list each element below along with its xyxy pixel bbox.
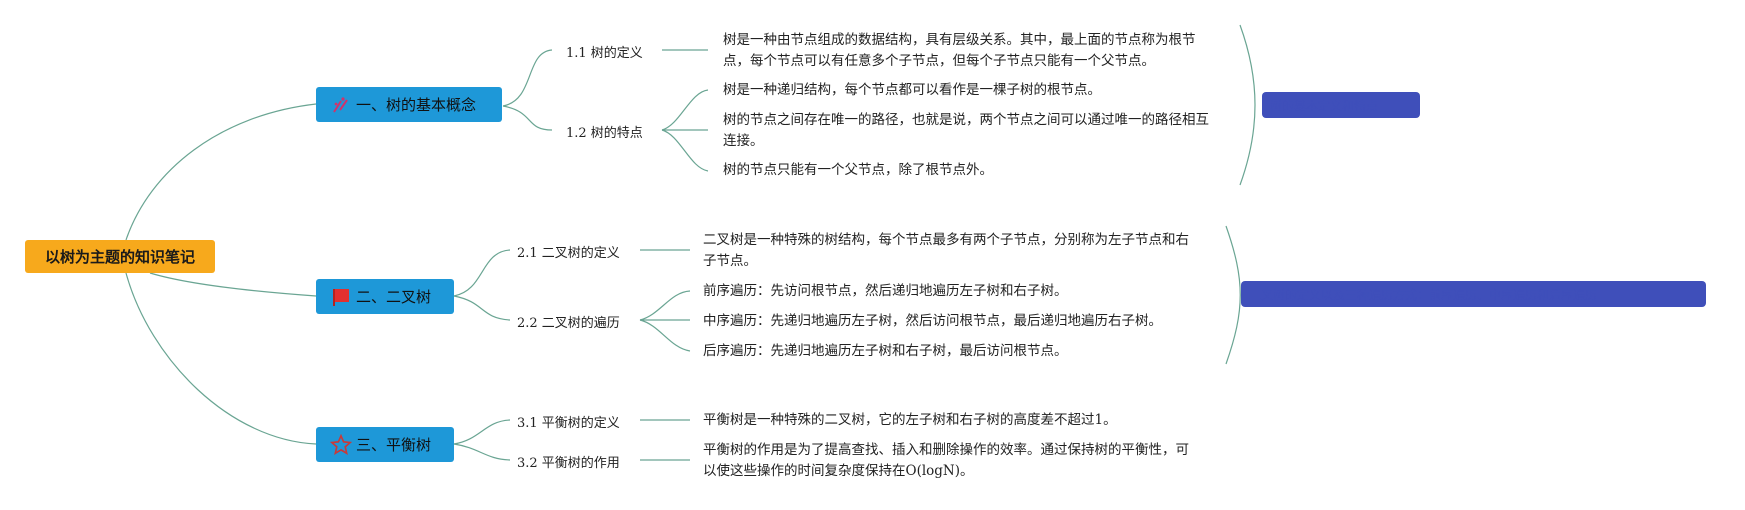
leaf-note[interactable]: 平衡树是一种特殊的二叉树，它的左子树和右子树的高度差不超过1。 — [703, 412, 1117, 428]
root-topic[interactable]: 以树为主题的知识笔记 — [25, 240, 215, 273]
sub-topic-tree-features[interactable]: 1.2 树的特点 — [566, 126, 643, 141]
leaf-note[interactable]: 中序遍历：先递归地遍历左子树，然后访问根节点，最后递归地遍历右子树。 — [703, 313, 1162, 329]
leaf-note[interactable]: 前序遍历：先访问根节点，然后递归地遍历左子树和右子树。 — [703, 283, 1068, 299]
leaf-note[interactable]: 二叉树是一种特殊的树结构，每个节点最多有两个子节点，分别称为左子节点和右子节点。 — [703, 232, 1189, 269]
summary-node[interactable]: 二叉树的定义以及三种遍历方式：前序遍历、中序遍历和后序遍历 — [1241, 281, 1706, 307]
branch-label: 二、二叉树 — [356, 288, 432, 306]
root-title: 以树为主题的知识笔记 — [44, 248, 195, 266]
branch-tree-basics[interactable]: 一、树的基本概念 — [316, 87, 502, 122]
sub-topic-balanced-purpose[interactable]: 3.2 平衡树的作用 — [517, 456, 620, 471]
branch-binary-tree[interactable]: 二、二叉树 — [316, 279, 454, 314]
sub-topic-balanced-definition[interactable]: 3.1 平衡树的定义 — [517, 416, 620, 431]
pencil-icon — [330, 94, 352, 116]
leaf-note[interactable]: 后序遍历：先递归地遍历左子树和右子树，最后访问根节点。 — [703, 343, 1068, 359]
flag-icon — [330, 286, 352, 308]
leaf-note[interactable]: 树是一种由节点组成的数据结构，具有层级关系。其中，最上面的节点称为根节点，每个节… — [723, 32, 1196, 69]
branch-balanced-tree[interactable]: 三、平衡树 — [316, 427, 454, 462]
star-icon — [330, 433, 352, 456]
branch-label: 三、平衡树 — [356, 436, 432, 454]
sub-topic-binary-traversal[interactable]: 2.2 二叉树的遍历 — [517, 316, 620, 331]
leaf-note[interactable]: 树的节点之间存在唯一的路径，也就是说，两个节点之间可以通过唯一的路径相互连接。 — [723, 112, 1209, 149]
sub-topic-tree-definition[interactable]: 1.1 树的定义 — [566, 46, 643, 61]
leaf-note[interactable]: 平衡树的作用是为了提高查找、插入和删除操作的效率。通过保持树的平衡性，可以使这些… — [703, 442, 1189, 479]
summary-node[interactable]: 树的基本定义和特点 — [1262, 92, 1420, 118]
leaf-note[interactable]: 树是一种递归结构，每个节点都可以看作是一棵子树的根节点。 — [723, 82, 1101, 98]
leaf-note[interactable]: 树的节点只能有一个父节点，除了根节点外。 — [723, 162, 993, 178]
branch-label: 一、树的基本概念 — [356, 96, 477, 114]
sub-topic-binary-definition[interactable]: 2.1 二叉树的定义 — [517, 246, 620, 261]
